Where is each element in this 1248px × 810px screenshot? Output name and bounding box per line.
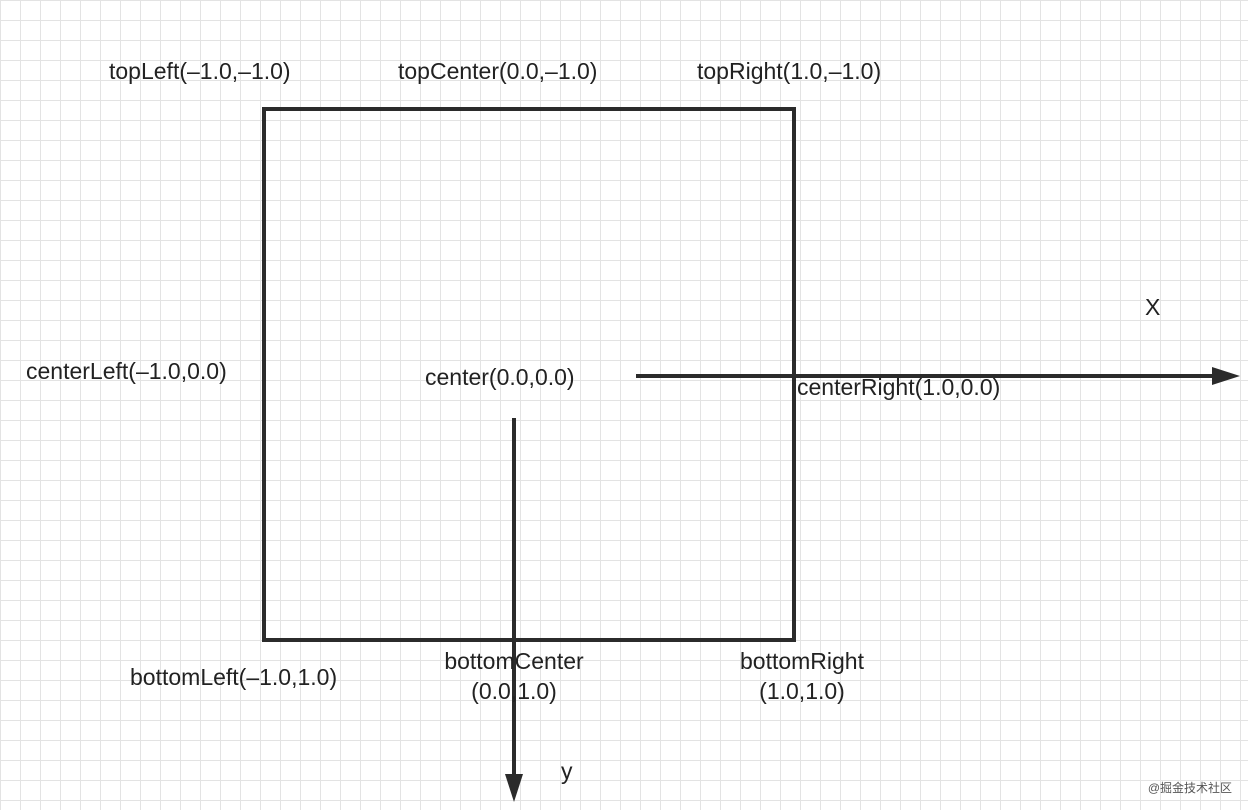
x-axis-label: X [1145, 294, 1161, 320]
watermark: @掘金技术社区 [1147, 781, 1232, 795]
label-center: center(0.0,0.0) [425, 364, 575, 390]
label-top-right: topRight(1.0,–1.0) [697, 58, 882, 84]
label-center-right: centerRight(1.0,0.0) [797, 374, 1001, 400]
x-axis-arrowhead [1212, 367, 1240, 385]
label-bottom-left: bottomLeft(–1.0,1.0) [130, 664, 338, 690]
label-bottom-right-coords: (1.0,1.0) [759, 678, 845, 704]
label-bottom-right: bottomRight (1.0,1.0) [722, 646, 882, 706]
label-bottom-center: bottomCenter (0.0,1.0) [424, 646, 604, 706]
label-bottom-right-name: bottomRight [739, 648, 864, 674]
label-bottom-center-name: bottomCenter [444, 648, 584, 674]
label-center-left: centerLeft(–1.0,0.0) [26, 358, 227, 384]
label-top-center: topCenter(0.0,–1.0) [398, 58, 598, 84]
y-axis-label: y [561, 758, 573, 784]
y-axis-arrowhead [505, 774, 523, 802]
label-bottom-center-coords: (0.0,1.0) [471, 678, 557, 704]
label-top-left: topLeft(–1.0,–1.0) [109, 58, 291, 84]
